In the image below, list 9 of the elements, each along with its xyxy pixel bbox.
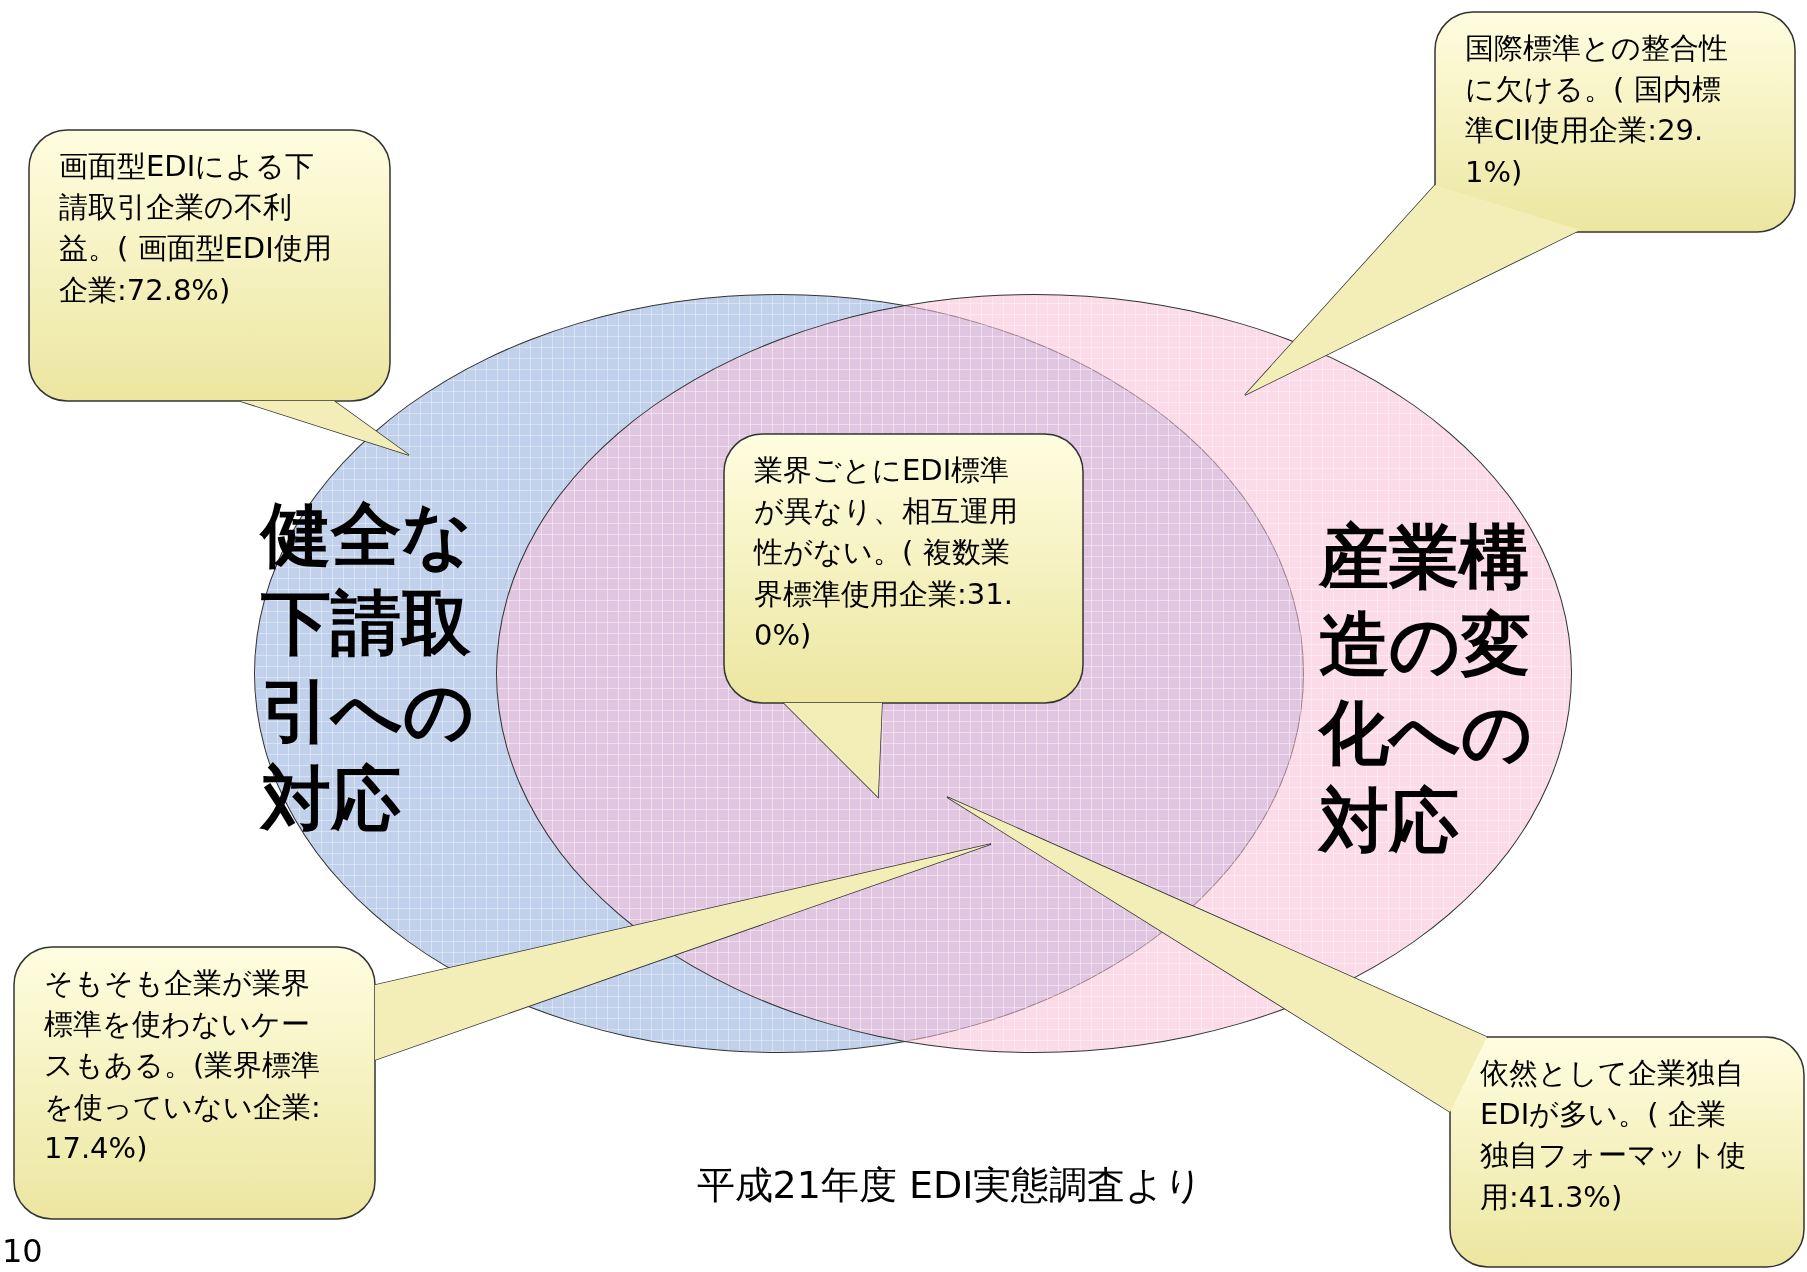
circle-label: 産業構造の変化への対応 [1319, 515, 1534, 864]
callout-text: 業界ごとにEDI標準が異なり、相互運用性がない。( 複数業界標準使用企業:31.0%) [754, 452, 1019, 654]
callout-text: 国際標準との整合性に欠ける。( 国内標準CII使用企業:29.1%) [1465, 30, 1729, 191]
circle-label: 健全な下請取引への対応 [261, 493, 476, 842]
callout-text: 依然として企業独自EDIが多い。( 企業独自フォーマット使用:41.3%) [1480, 1055, 1747, 1216]
source-caption: 平成21年度 EDI実態調査より [695, 1162, 1205, 1209]
callout-text: そもそも企業が業界標準を使わないケースもある。(業界標準を使っていない企業:17.4%) [44, 965, 322, 1167]
callout-text: 画面型EDIによる下請取引企業の不利益。( 画面型EDI使用企業:72.8%) [59, 148, 333, 309]
page-number: 10 [2, 1232, 43, 1270]
